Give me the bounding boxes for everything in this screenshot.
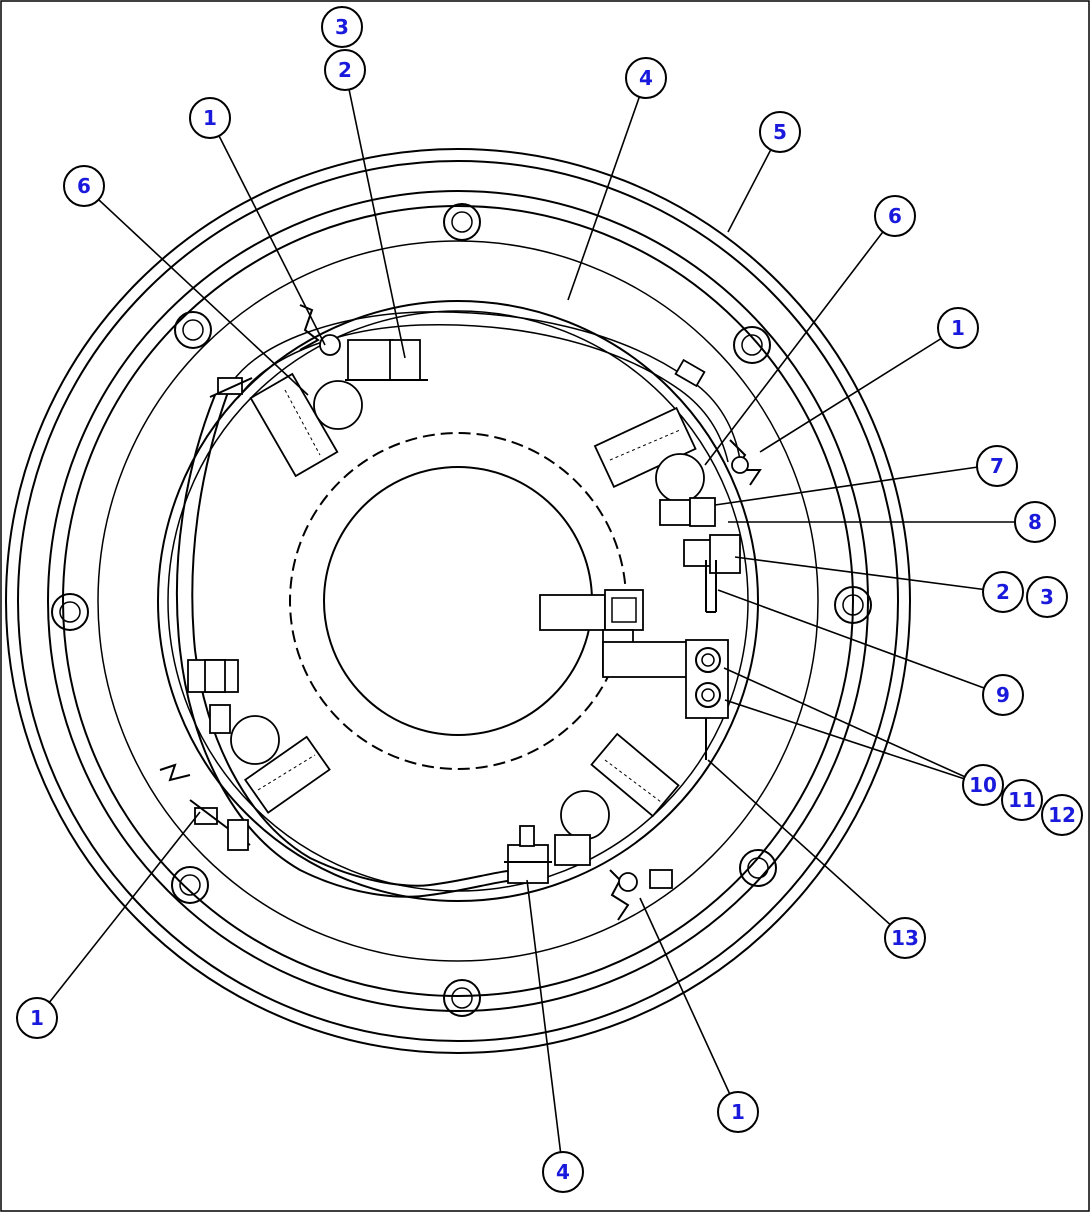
callout-1-bottomleft: 1: [16, 997, 58, 1039]
svg-text:12: 12: [1048, 803, 1076, 827]
svg-text:4: 4: [639, 66, 653, 90]
svg-text:13: 13: [891, 926, 919, 950]
housing-bolts: [51, 203, 872, 1017]
callout-11: 11: [1001, 779, 1043, 821]
svg-text:4: 4: [556, 1160, 570, 1184]
brush-holder-left: [159, 659, 331, 851]
callout-8: 8: [1014, 501, 1056, 543]
brush-holder-top-left: [209, 304, 428, 478]
svg-text:1: 1: [203, 106, 217, 130]
svg-text:10: 10: [969, 773, 997, 797]
callout-3-right: 3: [1026, 576, 1068, 618]
callout-1-bottom: 1: [717, 1091, 759, 1133]
svg-text:6: 6: [888, 204, 902, 228]
svg-text:7: 7: [990, 454, 1004, 478]
callout-2-top: 2: [324, 49, 366, 91]
center-bracket: [539, 589, 729, 760]
callout-3-top: 3: [321, 6, 363, 48]
callouts: 3 2 1 4 5 6 6 1 7 8 2 3 9 10 11 12 13 1 …: [16, 6, 1083, 1193]
svg-text:5: 5: [773, 120, 787, 144]
callout-13: 13: [884, 917, 926, 959]
callout-4-top: 4: [625, 57, 667, 99]
svg-text:1: 1: [951, 316, 965, 340]
svg-text:1: 1: [30, 1006, 44, 1030]
svg-text:1: 1: [731, 1100, 745, 1124]
svg-text:9: 9: [996, 683, 1010, 707]
callout-5: 5: [759, 111, 801, 153]
svg-text:3: 3: [1040, 585, 1054, 609]
callout-6-right: 6: [874, 195, 916, 237]
callout-1-topleft: 1: [189, 97, 231, 139]
callout-12: 12: [1041, 794, 1083, 836]
callout-4-bottom: 4: [542, 1151, 584, 1193]
brush-holder-right: [593, 358, 762, 613]
svg-text:11: 11: [1008, 788, 1036, 812]
svg-text:2: 2: [338, 58, 352, 82]
callout-1-right: 1: [937, 307, 979, 349]
callout-7: 7: [976, 445, 1018, 487]
callout-2-right: 2: [982, 571, 1024, 613]
svg-text:2: 2: [996, 580, 1010, 604]
svg-text:3: 3: [335, 15, 349, 39]
svg-text:6: 6: [77, 174, 91, 198]
callout-10: 10: [962, 764, 1004, 806]
leader-lines: [36, 69, 1020, 1173]
housing-rings: [5, 148, 911, 1054]
callout-6-left: 6: [63, 165, 105, 207]
svg-text:8: 8: [1028, 510, 1042, 534]
callout-9: 9: [982, 674, 1024, 716]
brush-holder-bottom: [504, 732, 680, 921]
